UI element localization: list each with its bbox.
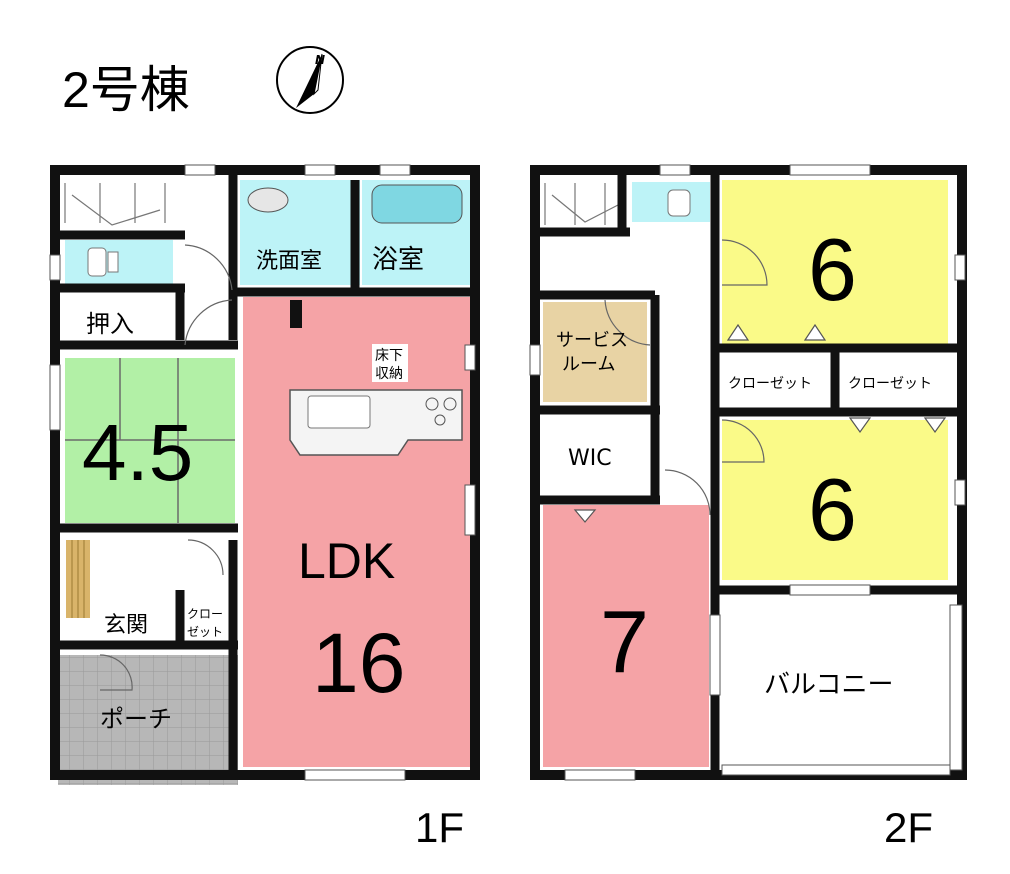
ldk-size-label: 16 (312, 616, 405, 710)
bedroom-top-area (722, 180, 948, 345)
entrance-label: 玄関 (104, 613, 148, 638)
balcony-label: バルコニー (764, 670, 893, 700)
underfloor-storage-line1: 床下 (375, 348, 403, 364)
first-floor-plan (49, 164, 480, 785)
service-room-area (543, 302, 647, 402)
service-room-line1: サービス (556, 330, 628, 351)
second-floor-label: 2F (884, 804, 933, 851)
compass-north-label: N (315, 53, 325, 67)
porch-area (58, 655, 238, 785)
washroom-label: 洗面室 (256, 249, 322, 274)
closet-left-area (722, 352, 828, 404)
bedroom-west-area (543, 505, 709, 767)
ldk-area (243, 297, 470, 767)
underfloor-storage-line2: 収納 (375, 366, 403, 382)
wic-label: WIC (568, 446, 612, 471)
bedroom-mid-size-label: 6 (808, 460, 857, 559)
building-title: 2号棟 (62, 62, 190, 118)
closet-right-area (842, 352, 948, 404)
toilet-area-1f (65, 240, 173, 285)
closet-left-label: クローゼット (728, 376, 812, 392)
bedroom-west-size-label: 7 (600, 592, 649, 691)
ldk-label: LDK (298, 533, 395, 589)
closet-right-label: クローゼット (848, 376, 932, 392)
oshiire-label: 押入 (86, 310, 134, 338)
service-room-line2: ルーム (562, 354, 615, 375)
first-floor-label: 1F (415, 804, 464, 851)
tatami-size-label: 4.5 (82, 408, 193, 497)
porch-label: ポーチ (100, 705, 172, 733)
closet-1f-line2: ゼット (187, 625, 223, 639)
bedroom-mid-area (722, 420, 948, 580)
bedroom-top-size-label: 6 (808, 220, 857, 319)
bath-label: 浴室 (372, 245, 424, 275)
north-compass-icon: N (276, 46, 344, 114)
closet-1f-line1: クロー (187, 607, 223, 621)
second-floor-plan (529, 164, 967, 781)
